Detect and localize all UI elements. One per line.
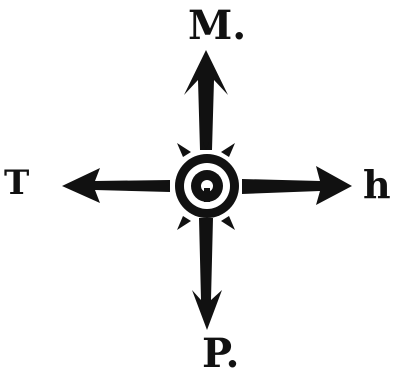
- east-arm: [242, 166, 352, 205]
- hub-stem: [204, 188, 210, 202]
- north-label: M.: [188, 6, 246, 46]
- south-label: P.: [202, 334, 239, 374]
- south-arm: [192, 218, 222, 330]
- west-arm: [62, 168, 170, 203]
- east-label: h: [363, 166, 391, 204]
- north-arm: [184, 50, 228, 150]
- west-label: T: [4, 166, 29, 200]
